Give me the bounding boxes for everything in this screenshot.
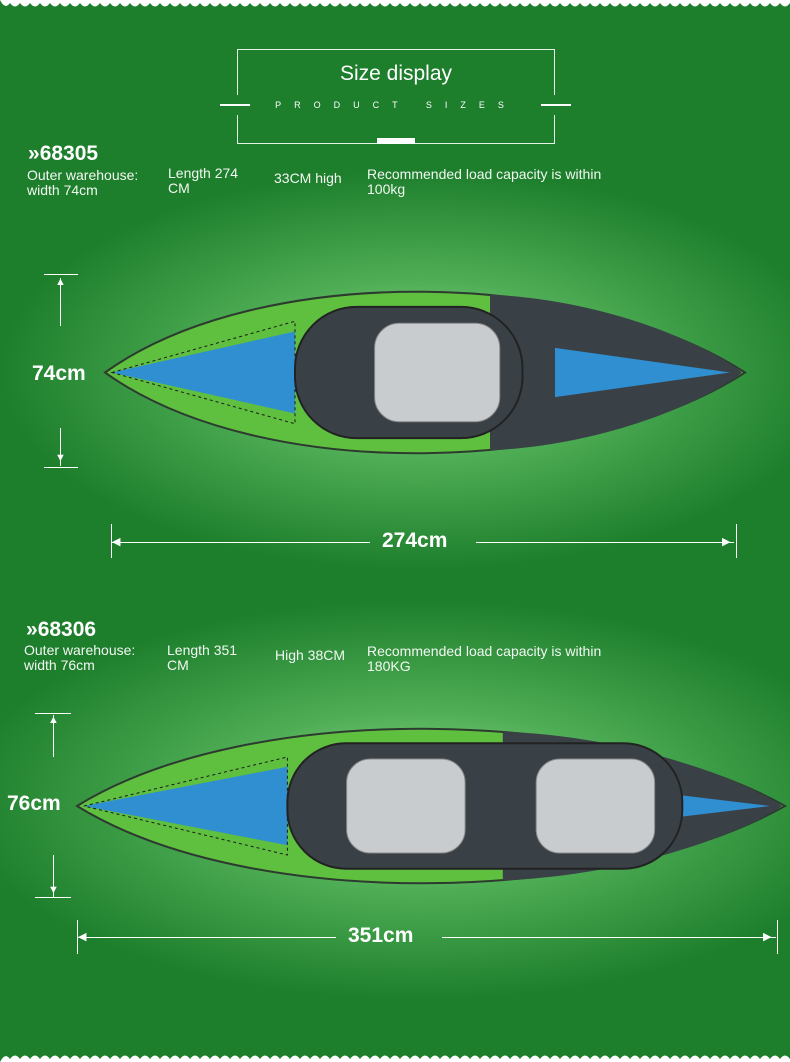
length-tick-right xyxy=(736,524,737,558)
length-tick-left xyxy=(77,920,78,954)
subtitle-rule-left xyxy=(220,104,250,106)
width-arrow-bottom xyxy=(53,855,54,897)
length-arrow-left xyxy=(78,937,336,938)
arrow-up-icon: ▲ xyxy=(48,714,59,726)
width-label-68305: 74cm xyxy=(32,362,86,385)
seat xyxy=(374,322,501,423)
kayak-stern-stripe xyxy=(555,347,730,398)
double-chevron-icon: » xyxy=(26,618,38,641)
length-label-68306: 351cm xyxy=(348,924,414,947)
title-accent-bar xyxy=(377,138,415,144)
spec-height: 33CM high xyxy=(274,170,342,186)
width-arrow-top xyxy=(53,715,54,757)
width-tick-top xyxy=(35,713,71,714)
page-title: Size display xyxy=(339,62,453,85)
kayak-68306-image xyxy=(75,727,788,885)
length-arrow-right xyxy=(476,542,734,543)
page-subtitle: PRODUCT SIZES xyxy=(275,100,517,110)
arrow-left-icon: ◀ xyxy=(78,931,87,943)
spec-load: Recommended load capacity is within 180K… xyxy=(367,643,602,674)
subtitle-rule-right xyxy=(541,104,571,106)
width-tick-bottom xyxy=(35,897,71,898)
length-label-68305: 274cm xyxy=(382,529,448,552)
seat xyxy=(535,758,656,854)
top-wave-border xyxy=(0,0,790,7)
bottom-wave-border xyxy=(0,1055,790,1062)
kayak-bow-stripe xyxy=(84,766,288,846)
arrow-left-icon: ◀ xyxy=(112,536,121,548)
width-tick-bottom xyxy=(44,467,78,468)
length-arrow-right xyxy=(442,937,776,938)
width-label-68306: 76cm xyxy=(7,792,61,815)
model-68306: »68306 xyxy=(26,618,97,641)
double-chevron-icon: » xyxy=(28,142,40,165)
model-68305: »68305 xyxy=(28,142,99,165)
arrow-right-icon: ▶ xyxy=(722,536,731,548)
length-tick-right xyxy=(777,920,778,954)
width-arrow-bottom xyxy=(60,428,61,466)
spec-load: Recommended load capacity is within 100k… xyxy=(367,166,602,197)
spec-length: Length 351 CM xyxy=(167,642,238,673)
title-frame-gap xyxy=(226,95,566,115)
spec-length: Length 274 CM xyxy=(168,165,239,196)
width-tick-top xyxy=(44,274,78,275)
spec-width: Outer warehouse: width 74cm xyxy=(27,167,139,198)
length-arrow-left xyxy=(112,542,370,543)
arrow-right-icon: ▶ xyxy=(763,931,772,943)
arrow-down-icon: ▼ xyxy=(55,452,66,464)
spec-height: High 38CM xyxy=(275,647,346,663)
kayak-bow-stripe xyxy=(112,331,295,414)
length-tick-left xyxy=(111,524,112,558)
arrow-up-icon: ▲ xyxy=(55,276,66,288)
arrow-down-icon: ▼ xyxy=(48,884,59,896)
spec-width: Outer warehouse: width 76cm xyxy=(24,642,136,673)
seat xyxy=(346,758,466,854)
width-arrow-top xyxy=(60,278,61,326)
kayak-68305-image xyxy=(103,290,747,455)
